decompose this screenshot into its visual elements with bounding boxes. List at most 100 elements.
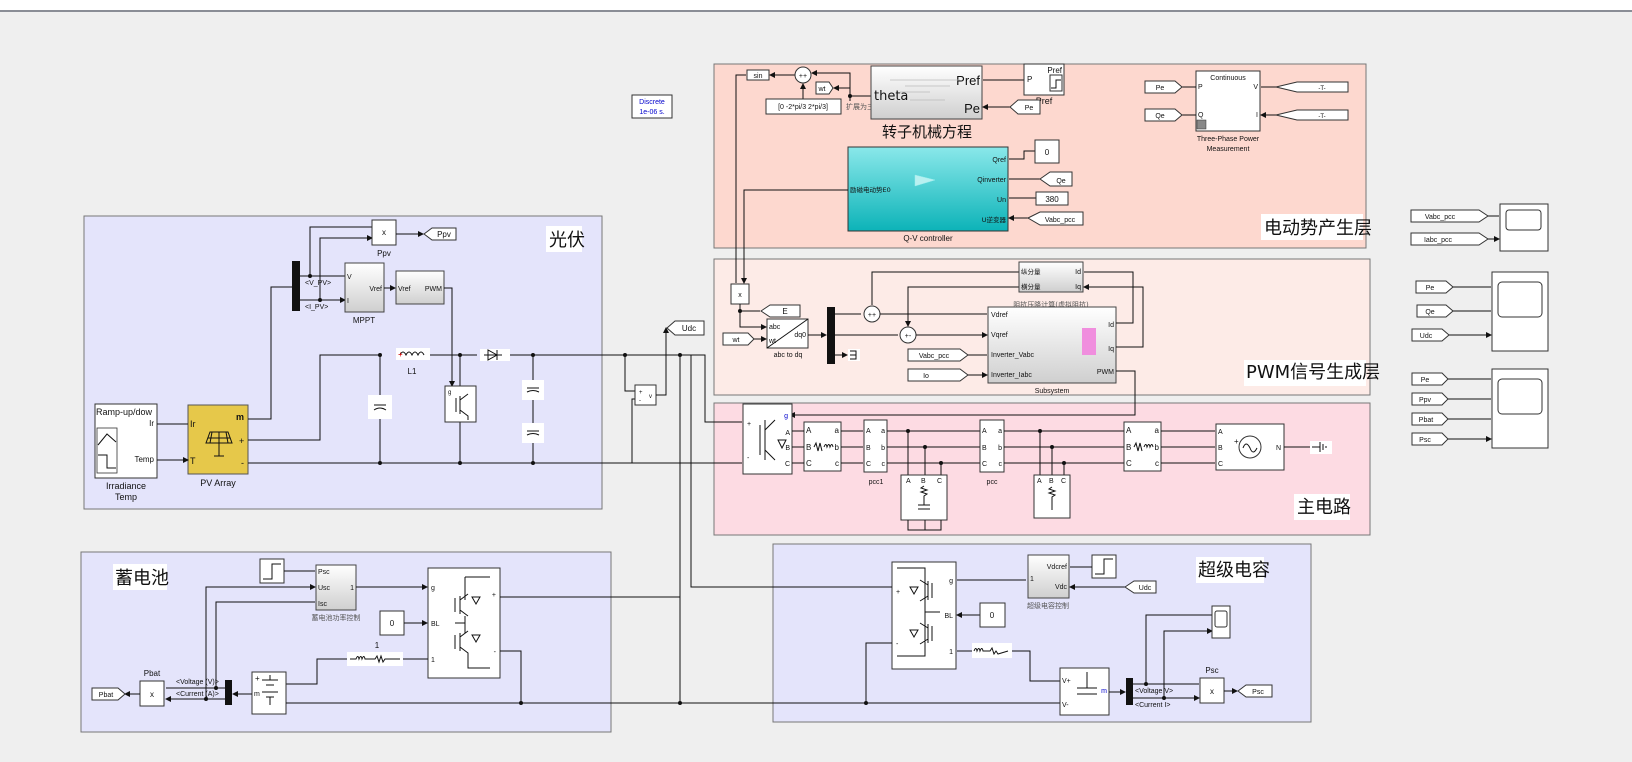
svg-text:Measurement: Measurement (1207, 146, 1250, 153)
goto-e[interactable]: E (760, 304, 801, 318)
pv-bus-selector[interactable] (292, 261, 300, 311)
dc-link-capacitors[interactable] (522, 380, 544, 443)
supercap-scope[interactable] (1211, 605, 1231, 639)
pbat-product-block[interactable]: x (139, 680, 165, 707)
battery-bus-selector[interactable] (225, 680, 232, 705)
from-ppv-scope3[interactable]: Ppv (1411, 392, 1449, 406)
from-pe-rotor[interactable]: Pe (1009, 99, 1041, 115)
from-vabc-pcc-scope[interactable]: Vabc_pcc (1410, 209, 1489, 223)
three-phase-inverter[interactable]: g + - A B C (742, 403, 793, 475)
from-vabc-pcc-pwm[interactable]: Vabc_pcc (907, 348, 969, 362)
goto-psc[interactable]: Psc (1237, 684, 1273, 698)
dq-demux[interactable] (827, 307, 835, 364)
lc-filter-1[interactable]: ABC abc (803, 421, 842, 472)
pv-capacitor[interactable] (368, 395, 392, 419)
scope-3[interactable] (1491, 368, 1549, 449)
goto-wt-emf[interactable]: wt (815, 81, 834, 95)
supercap-rl[interactable] (972, 643, 1012, 658)
three-phase-power-measurement[interactable]: Continuous P Q V I (1195, 70, 1261, 132)
supercap-bus-selector[interactable] (1126, 678, 1133, 705)
qv-controller-block[interactable]: 励磁电动势E0 Qref Qinverter Un U逆变器 (847, 146, 1009, 232)
svg-text:1: 1 (350, 585, 354, 592)
psc-product-block[interactable]: x (1199, 677, 1225, 704)
from-iabc-pcc-scope[interactable]: Iabc_pcc (1410, 232, 1489, 246)
battery-bidirectional-converter[interactable]: g BL 1 + - (427, 567, 501, 679)
pv-pwm-block[interactable]: Vref PWM (395, 270, 445, 305)
svg-text:-T-: -T- (1318, 114, 1325, 120)
const-qref-zero[interactable]: 0 (1034, 139, 1060, 164)
inductor-l1[interactable]: + (396, 348, 430, 360)
svg-text:C: C (1061, 478, 1066, 485)
svg-text:Qref: Qref (992, 157, 1006, 164)
pwm-subsystem-block[interactable]: Vdref Vqref Inverter_Vabc Inverter_Iabc … (987, 306, 1117, 384)
svg-text:Qinverter: Qinverter (977, 177, 1006, 184)
battery-step-block[interactable] (259, 558, 285, 584)
from-vabc-pcc-qv[interactable]: Vabc_pcc (1026, 211, 1084, 226)
boost-diode[interactable] (480, 349, 510, 361)
grid-impedance[interactable]: ABC abc (1123, 421, 1162, 472)
from-qe-scope2[interactable]: Qe (1416, 304, 1454, 318)
pcc-label: pcc (987, 479, 998, 486)
rotor-mechanical-equation-block[interactable]: theta Pref Pe (870, 65, 983, 120)
from-pbat-scope3[interactable]: Pbat (1411, 412, 1449, 426)
scope-1[interactable] (1499, 203, 1549, 252)
from-wt-pwm[interactable]: wt (722, 332, 755, 346)
dc-voltage-measurement[interactable]: + - v (634, 384, 657, 406)
powergui-block[interactable]: Discrete 1e-06 s. (631, 94, 673, 119)
bus-measurement-pcc1[interactable]: ABC abc (863, 419, 888, 473)
pv-array-block[interactable]: Ir T m + - (187, 404, 249, 475)
svg-text:wt: wt (818, 86, 826, 93)
from-qe-qv[interactable]: Qe (1039, 171, 1073, 187)
battery-power-control[interactable]: Psc Usc Isc 1 (315, 564, 357, 611)
ppv-product-block[interactable]: x (371, 219, 397, 246)
supercap-bidirectional-converter[interactable]: g BL 1 + - (891, 561, 957, 670)
supercapacitor-block[interactable]: V+ V- m (1059, 667, 1110, 716)
bus-measurement-pcc[interactable]: ABC abc (979, 419, 1005, 473)
scope-2[interactable] (1491, 271, 1549, 352)
goto-sin[interactable]: sin (746, 69, 770, 81)
battery-rl[interactable] (347, 652, 403, 666)
battery-const-zero[interactable]: 0 (379, 610, 405, 636)
emf-product-block[interactable]: x (730, 283, 750, 305)
boost-igbt[interactable]: g (444, 385, 477, 423)
const-phase-offsets[interactable]: [0 -2*pi/3 2*pi/3] (765, 98, 842, 115)
svg-text:B: B (1126, 443, 1131, 452)
goto-udc[interactable]: Udc (666, 320, 705, 336)
impedance-drop-block[interactable]: 纵分量 横分量 Id Iq (1018, 261, 1084, 293)
from-io[interactable]: Io (907, 368, 969, 382)
rotor-caption: 转子机械方程 (882, 123, 972, 141)
from-pe-scope2[interactable]: Pe (1415, 280, 1454, 294)
svg-text:Iabc_pcc: Iabc_pcc (1424, 237, 1453, 244)
sum-vq[interactable]: +- (899, 326, 917, 344)
supercap-control-block[interactable]: Vdcref Vdc 1 (1027, 554, 1070, 599)
sum-vd[interactable]: ++ (863, 305, 881, 323)
const-un-380[interactable]: 380 (1035, 191, 1069, 206)
from-t-current[interactable]: -T- (1275, 109, 1349, 121)
from-t-voltage[interactable]: -T- (1275, 81, 1349, 93)
from-udc-scope2[interactable]: Udc (1411, 328, 1450, 342)
abc-to-dq-block[interactable]: abc wt dq0 (766, 318, 809, 349)
supercap-const-zero[interactable]: 0 (979, 602, 1006, 628)
goto-qe[interactable]: Qe (1144, 108, 1183, 122)
from-udc-supercap[interactable]: Udc (1124, 580, 1157, 594)
sum-block-phase[interactable]: ++ (794, 66, 812, 84)
goto-ppv[interactable]: Ppv (423, 227, 457, 241)
irradiance-temp-source[interactable]: Ramp-up/dow Ir Temp (94, 403, 158, 479)
from-pe-scope3[interactable]: Pe (1411, 372, 1449, 386)
svg-text:x: x (738, 292, 742, 299)
battery-block[interactable]: m + (251, 671, 287, 715)
from-psc-scope3[interactable]: Psc (1411, 432, 1449, 446)
supercap-step-block[interactable] (1091, 554, 1117, 579)
pref-step-block[interactable]: P Pref (1023, 63, 1065, 96)
mppt-block[interactable]: V I Vref (344, 262, 385, 313)
svg-text:蓄电池功率控制: 蓄电池功率控制 (312, 613, 361, 622)
svg-text:+: + (239, 436, 244, 446)
svg-text:Vqref: Vqref (991, 332, 1008, 339)
three-phase-source[interactable]: ABC N + (1215, 423, 1285, 471)
svg-text:V-: V- (1062, 702, 1069, 709)
goto-pe[interactable]: Pe (1144, 80, 1183, 94)
goto-pbat[interactable]: Pbat (91, 687, 126, 701)
